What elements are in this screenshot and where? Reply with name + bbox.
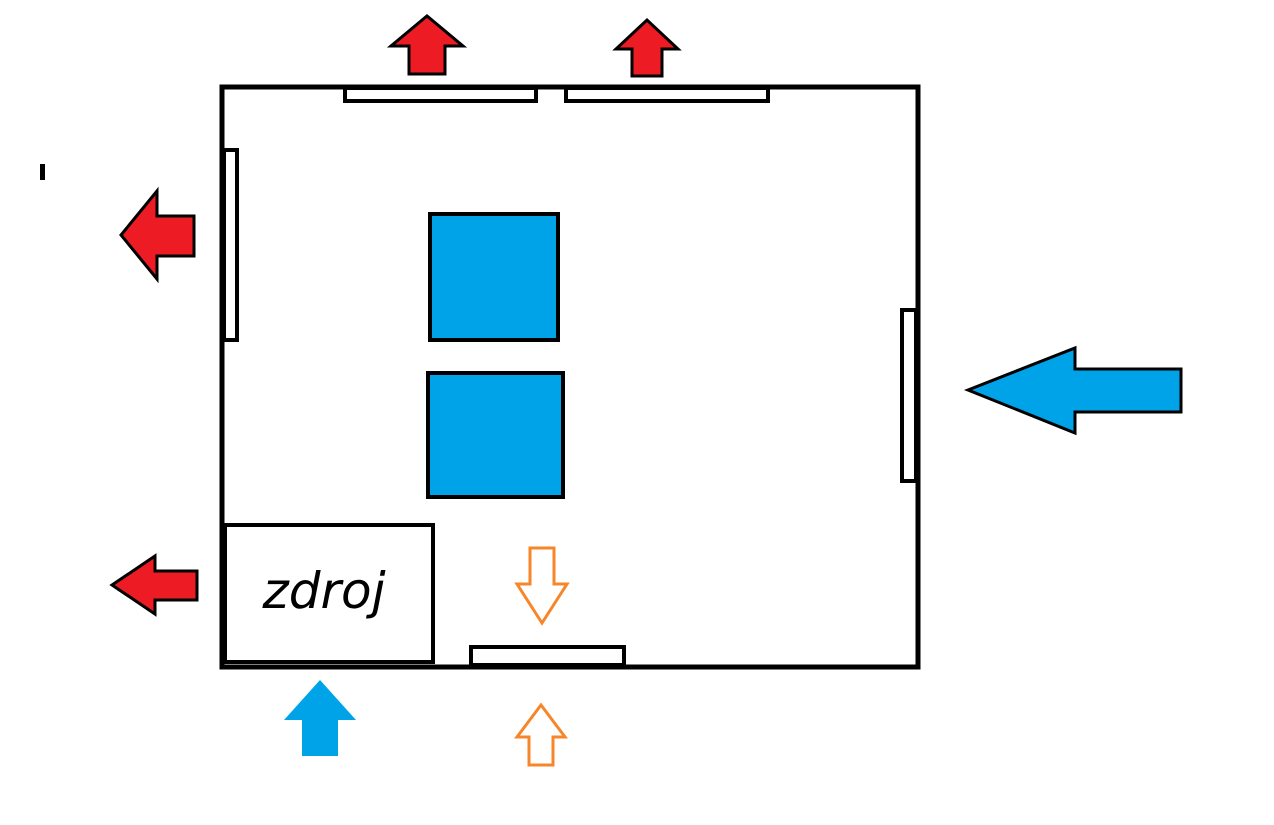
- psu-box: [223, 523, 435, 664]
- optional-arrow-up-icon: [514, 702, 568, 767]
- exhaust-arrow-top-right-icon: [612, 17, 682, 78]
- exhaust-arrow-psu-icon: [109, 553, 199, 617]
- top-fan-vent-right: [564, 86, 770, 103]
- intake-arrow-psu-icon: [284, 680, 356, 756]
- bottom-fan-vent: [469, 645, 626, 667]
- intake-arrow-front-icon: [963, 345, 1183, 436]
- optional-arrow-down-icon: [514, 546, 570, 626]
- top-fan-vent-left: [343, 86, 538, 103]
- component-block-lower: [426, 371, 565, 499]
- exhaust-arrow-top-left-icon: [386, 14, 468, 76]
- front-fan-vent: [900, 308, 918, 483]
- rear-fan-vent: [222, 148, 239, 342]
- component-block-upper: [428, 212, 560, 342]
- exhaust-arrow-rear-icon: [119, 186, 196, 284]
- stray-mark: [40, 164, 45, 180]
- psu-label: zdroj: [261, 562, 385, 620]
